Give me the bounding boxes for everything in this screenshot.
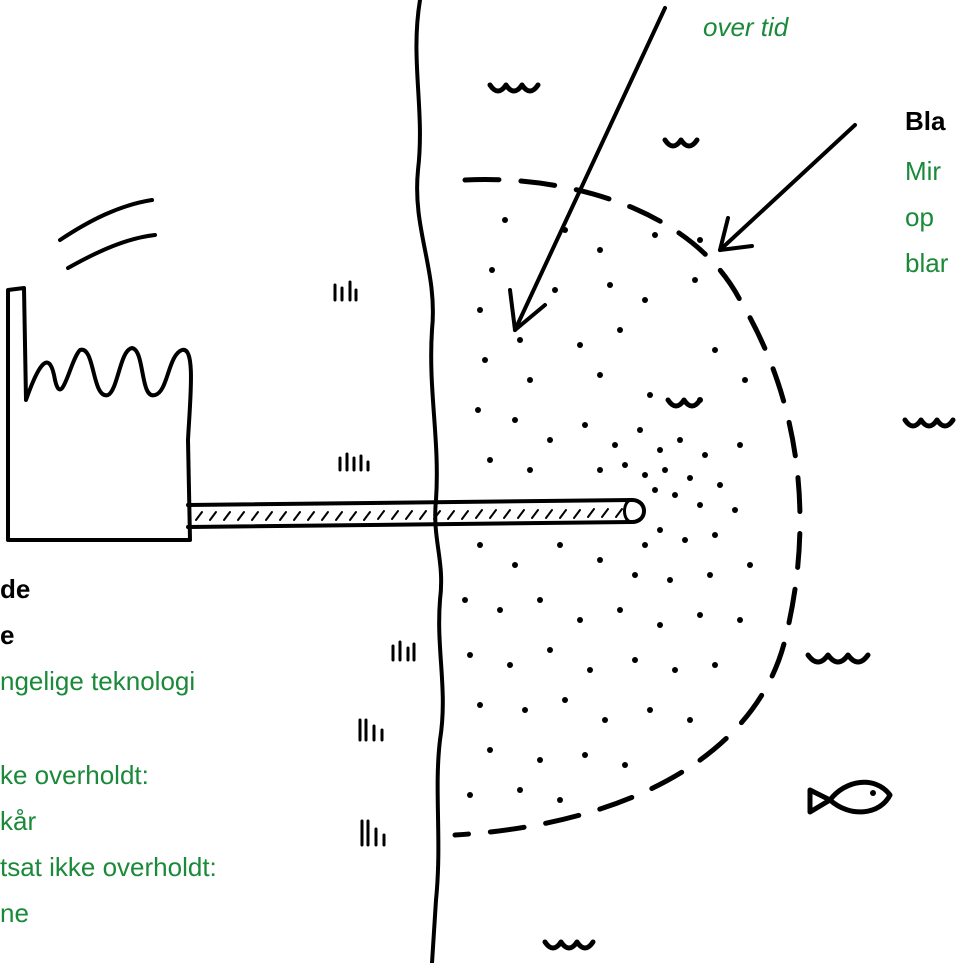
fish-icon: [810, 782, 890, 812]
right-line-1: Mir: [905, 154, 941, 188]
left-heading-2: e: [0, 618, 14, 652]
left-line-1: ngelige teknologi: [0, 664, 195, 698]
left-line-6: ne: [0, 896, 29, 930]
left-line-4: kår: [0, 804, 36, 838]
mixing-zone-boundary: [455, 179, 800, 835]
right-line-2: op: [905, 200, 934, 234]
coastline: [416, 0, 442, 963]
left-line-3: ke overholdt:: [0, 758, 149, 792]
right-line-3: blar: [905, 246, 948, 280]
left-line-5: tsat ikke overholdt:: [0, 850, 217, 884]
outlet-pipe: [188, 500, 644, 527]
arrow-over-tid: [510, 8, 665, 330]
grass-tuft-icon: [335, 282, 414, 845]
right-heading: Bla: [905, 104, 945, 138]
left-heading-1: de: [0, 572, 30, 606]
caption-over-tid: over tid: [703, 10, 788, 44]
factory-icon: [8, 200, 191, 540]
arrow-boundary: [720, 125, 855, 250]
